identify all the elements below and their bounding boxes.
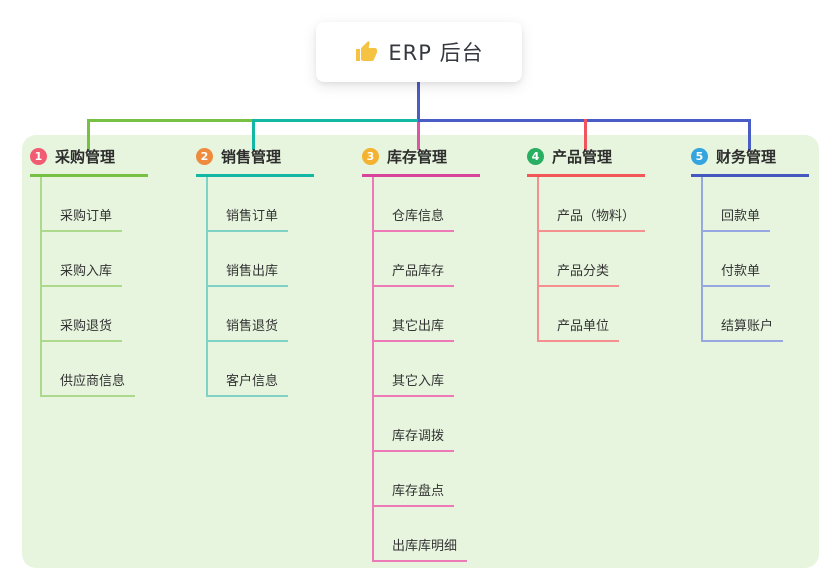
child-label: 其它出库 [374, 315, 455, 342]
connector-bus-green [87, 119, 253, 122]
child-label: 回款单 [703, 205, 771, 232]
child-node[interactable]: 付款单 [703, 232, 809, 287]
branches-panel [22, 135, 819, 568]
branch-children: 产品（物料） 产品分类 产品单位 [537, 177, 646, 342]
branch-purchase: 1 采购管理 采购订单 采购入库 采购退货 供应商信息 [30, 146, 148, 397]
child-label: 销售退货 [208, 315, 289, 342]
branch-sales: 2 销售管理 销售订单 销售出库 销售退货 客户信息 [196, 146, 314, 397]
branch-label: 产品管理 [552, 148, 613, 166]
child-label: 采购订单 [42, 205, 123, 232]
child-node[interactable]: 采购订单 [42, 177, 148, 232]
child-label: 仓库信息 [374, 205, 455, 232]
branch-inventory: 3 库存管理 仓库信息 产品库存 其它出库 其它入库 库存调拨 库存盘点 出库库… [362, 146, 480, 562]
connector-drop-purchase [87, 119, 90, 150]
child-node[interactable]: 结算账户 [703, 287, 809, 342]
child-node[interactable]: 库存调拨 [374, 397, 480, 452]
branch-finance: 5 财务管理 回款单 付款单 结算账户 [691, 146, 809, 342]
connector-root-vertical [417, 82, 420, 120]
child-node[interactable]: 库存盘点 [374, 452, 480, 507]
branch-product: 4 产品管理 产品（物料） 产品分类 产品单位 [527, 146, 646, 342]
branch-label: 销售管理 [221, 148, 282, 166]
branch-badge: 1 [30, 148, 47, 165]
child-node[interactable]: 其它出库 [374, 287, 480, 342]
child-node[interactable]: 仓库信息 [374, 177, 480, 232]
child-node[interactable]: 产品（物料） [539, 177, 646, 232]
child-label: 库存盘点 [374, 480, 455, 507]
branch-heading-finance[interactable]: 5 财务管理 [691, 146, 809, 177]
child-node[interactable]: 销售订单 [208, 177, 314, 232]
branch-badge: 5 [691, 148, 708, 165]
connector-drop-inventory [417, 122, 420, 150]
child-label: 出库库明细 [374, 535, 468, 562]
root-label: ERP 后台 [388, 41, 484, 65]
child-node[interactable]: 客户信息 [208, 342, 314, 397]
branch-badge: 4 [527, 148, 544, 165]
child-node[interactable]: 销售出库 [208, 232, 314, 287]
child-node[interactable]: 供应商信息 [42, 342, 148, 397]
root-node[interactable]: ERP 后台 [316, 22, 522, 82]
child-label: 产品库存 [374, 260, 455, 287]
child-node[interactable]: 回款单 [703, 177, 809, 232]
child-node[interactable]: 产品单位 [539, 287, 645, 342]
branch-label: 财务管理 [716, 148, 777, 166]
child-label: 销售订单 [208, 205, 289, 232]
connector-bus-teal [253, 119, 418, 122]
child-label: 客户信息 [208, 370, 289, 397]
branch-heading-inventory[interactable]: 3 库存管理 [362, 146, 480, 177]
child-label: 采购退货 [42, 315, 123, 342]
branch-heading-purchase[interactable]: 1 采购管理 [30, 146, 148, 177]
connector-drop-finance [748, 119, 751, 150]
branch-badge: 3 [362, 148, 379, 165]
branch-children: 回款单 付款单 结算账户 [701, 177, 809, 342]
branch-heading-sales[interactable]: 2 销售管理 [196, 146, 314, 177]
branch-badge: 2 [196, 148, 213, 165]
branch-label: 库存管理 [387, 148, 448, 166]
connector-drop-sales [252, 119, 255, 150]
branch-label: 采购管理 [55, 148, 116, 166]
branch-children: 销售订单 销售出库 销售退货 客户信息 [206, 177, 314, 397]
branch-heading-product[interactable]: 4 产品管理 [527, 146, 645, 177]
child-node[interactable]: 产品分类 [539, 232, 645, 287]
child-label: 产品（物料） [539, 205, 646, 232]
child-label: 付款单 [703, 260, 771, 287]
child-label: 其它入库 [374, 370, 455, 397]
child-label: 库存调拨 [374, 425, 455, 452]
child-label: 产品单位 [539, 315, 620, 342]
child-node[interactable]: 产品库存 [374, 232, 480, 287]
child-node[interactable]: 出库库明细 [374, 507, 480, 562]
child-node[interactable]: 其它入库 [374, 342, 480, 397]
branch-children: 仓库信息 产品库存 其它出库 其它入库 库存调拨 库存盘点 出库库明细 [372, 177, 480, 562]
child-label: 结算账户 [703, 315, 784, 342]
thumbs-up-icon [356, 41, 378, 61]
child-node[interactable]: 销售退货 [208, 287, 314, 342]
child-node[interactable]: 采购退货 [42, 287, 148, 342]
branch-children: 采购订单 采购入库 采购退货 供应商信息 [40, 177, 148, 397]
child-node[interactable]: 采购入库 [42, 232, 148, 287]
child-label: 销售出库 [208, 260, 289, 287]
child-label: 采购入库 [42, 260, 123, 287]
child-label: 产品分类 [539, 260, 620, 287]
child-label: 供应商信息 [42, 370, 136, 397]
connector-drop-product [584, 119, 587, 150]
